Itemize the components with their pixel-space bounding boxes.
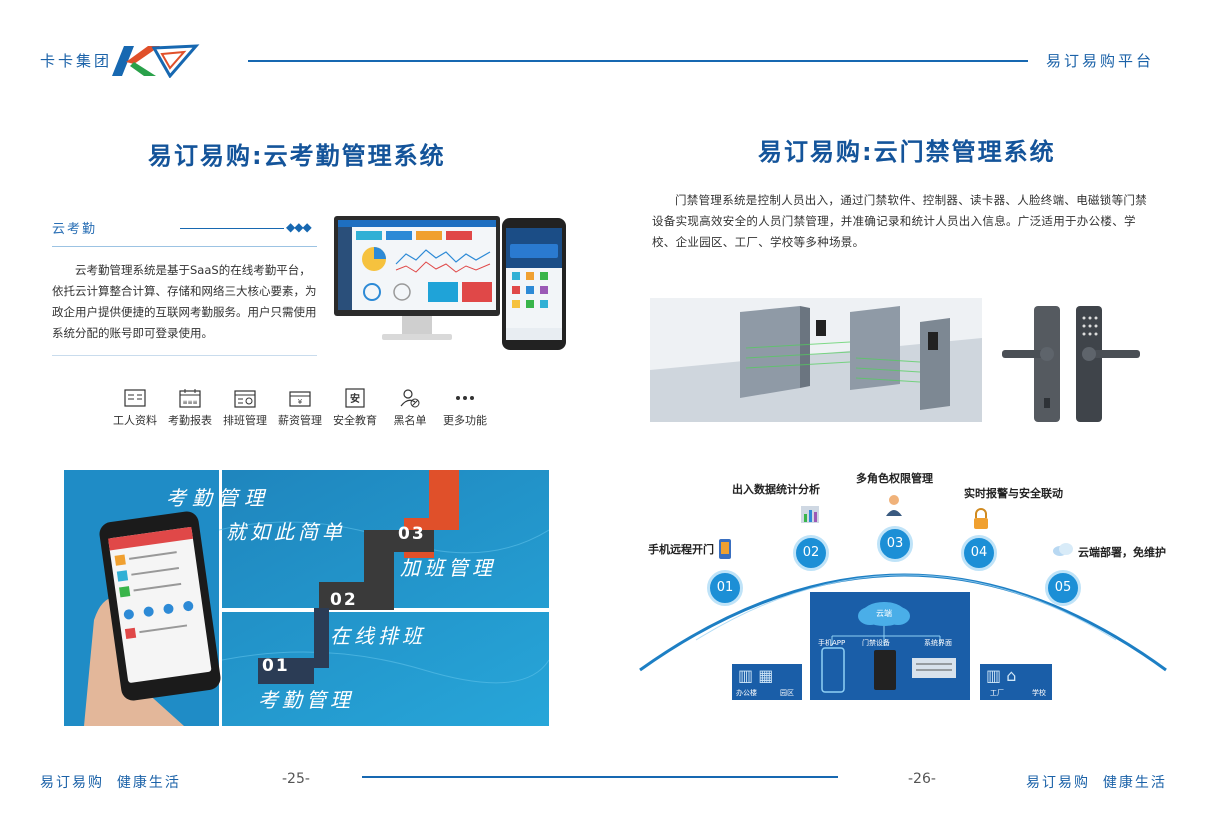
node-label-01: 手机远程开门 bbox=[648, 543, 714, 556]
node-label-03: 多角色权限管理 bbox=[856, 472, 933, 485]
section-line bbox=[180, 228, 284, 229]
platform-name: 易订易购平台 bbox=[1046, 52, 1155, 70]
calendar-icon: ≡≡≡ bbox=[179, 389, 201, 408]
node-circle-03: 03 bbox=[877, 526, 913, 562]
paragraph-bottom-line bbox=[52, 355, 317, 356]
node-circle-02: 02 bbox=[793, 535, 829, 571]
right-page-number: -26- bbox=[908, 771, 936, 787]
svg-text:¥: ¥ bbox=[298, 398, 303, 406]
feature-label: 黑名单 bbox=[393, 414, 427, 427]
cloud-icon bbox=[1053, 543, 1073, 556]
phone-icon bbox=[719, 539, 731, 559]
office-park-box bbox=[732, 664, 802, 700]
svg-text:≡≡≡: ≡≡≡ bbox=[182, 399, 197, 406]
right-building-label-1: 工厂 bbox=[990, 689, 1004, 697]
smart-door-lock-illustration bbox=[990, 302, 1150, 426]
banner-step3-text: 加班管理 bbox=[400, 556, 496, 580]
access-control-diagram-arc bbox=[639, 573, 1167, 672]
left-page-title: 易订易购:云考勤管理系统 bbox=[148, 142, 446, 170]
left-building-label-1: 办公楼 bbox=[736, 689, 757, 697]
feature-blacklist[interactable]: 黑名单 bbox=[380, 388, 440, 428]
kaka-logo-icon bbox=[112, 44, 200, 78]
factory-icon: ▥ ⌂ bbox=[986, 666, 1017, 685]
device-label: 门禁设备 bbox=[862, 639, 890, 647]
feature-label: 工人资料 bbox=[113, 414, 157, 427]
cloud-system-panel bbox=[810, 592, 970, 700]
node-label-05: 云端部署，免维护 bbox=[1078, 546, 1166, 559]
left-page-number: -25- bbox=[282, 771, 310, 787]
banner-step1-text: 考勤管理 bbox=[258, 688, 354, 712]
banner-step2-text: 在线排班 bbox=[330, 624, 426, 648]
feature-salary[interactable]: ¥ 薪资管理 bbox=[270, 388, 330, 428]
header-divider bbox=[248, 60, 1028, 62]
bar-chart-icon bbox=[801, 506, 819, 523]
feature-attendance-report[interactable]: ≡≡≡ 考勤报表 bbox=[160, 388, 220, 428]
factory-school-box bbox=[980, 664, 1052, 700]
building-icon: ▥ ▦ bbox=[738, 666, 774, 685]
section-label: 云考勤 bbox=[52, 222, 98, 237]
feature-more[interactable]: 更多功能 bbox=[435, 388, 495, 428]
app-label: 手机APP bbox=[818, 639, 846, 647]
feature-label: 排班管理 bbox=[223, 414, 267, 427]
feature-label: 薪资管理 bbox=[278, 414, 322, 427]
left-building-label-2: 园区 bbox=[780, 689, 794, 697]
banner-step1-num: 01 bbox=[262, 656, 290, 676]
lock-icon bbox=[974, 508, 988, 529]
node-label-02: 出入数据统计分析 bbox=[732, 483, 820, 496]
right-footer-slogan: 易订易购 健康生活 bbox=[1026, 775, 1167, 791]
node-circle-05: 05 bbox=[1045, 570, 1081, 606]
feature-safety-education[interactable]: 安 安全教育 bbox=[325, 388, 385, 428]
diamond-icon: ◆◆◆ bbox=[286, 220, 312, 234]
banner-step3-num: 03 bbox=[398, 524, 426, 544]
section-divider bbox=[52, 246, 317, 247]
safety-icon: 安 bbox=[345, 388, 365, 408]
feature-label: 考勤报表 bbox=[168, 414, 212, 427]
node-circle-04: 04 bbox=[961, 535, 997, 571]
system-label: 系统界面 bbox=[924, 639, 952, 647]
right-building-label-2: 学校 bbox=[1032, 689, 1046, 697]
banner-step2-num: 02 bbox=[330, 590, 358, 610]
id-card-icon bbox=[124, 389, 146, 407]
turnstile-gate-illustration bbox=[650, 298, 982, 422]
cloud-label: 云端 bbox=[876, 609, 892, 618]
banner-line2: 就如此简单 bbox=[226, 520, 346, 544]
more-icon bbox=[456, 396, 474, 400]
feature-label: 安全教育 bbox=[333, 414, 377, 427]
node-circle-01: 01 bbox=[707, 570, 743, 606]
left-footer-slogan: 易订易购 健康生活 bbox=[40, 775, 181, 791]
right-paragraph: 门禁管理系统是控制人员出入，通过门禁软件、控制器、读卡器、人脸终端、电磁锁等门禁… bbox=[652, 193, 1147, 249]
right-page-title: 易订易购:云门禁管理系统 bbox=[758, 138, 1056, 166]
footer-divider bbox=[362, 776, 838, 778]
schedule-icon bbox=[234, 390, 256, 408]
banner-line1: 考勤管理 bbox=[166, 486, 270, 510]
monitor-phone-illustration bbox=[334, 216, 566, 350]
left-paragraph: 云考勤管理系统是基于SaaS的在线考勤平台，依托云计算整合计算、存储和网络三大核… bbox=[52, 263, 317, 340]
feature-label: 更多功能 bbox=[443, 414, 487, 427]
node-label-04: 实时报警与安全联动 bbox=[964, 487, 1063, 500]
blacklist-user-icon bbox=[400, 389, 420, 408]
admin-user-icon bbox=[886, 495, 902, 516]
feature-worker-profile[interactable]: 工人资料 bbox=[105, 388, 165, 428]
svg-text:安: 安 bbox=[350, 392, 360, 405]
brand-name: 卡卡集团 bbox=[40, 52, 113, 70]
feature-schedule[interactable]: 排班管理 bbox=[215, 388, 275, 428]
wallet-icon: ¥ bbox=[289, 391, 311, 407]
attendance-banner-image bbox=[64, 470, 549, 726]
